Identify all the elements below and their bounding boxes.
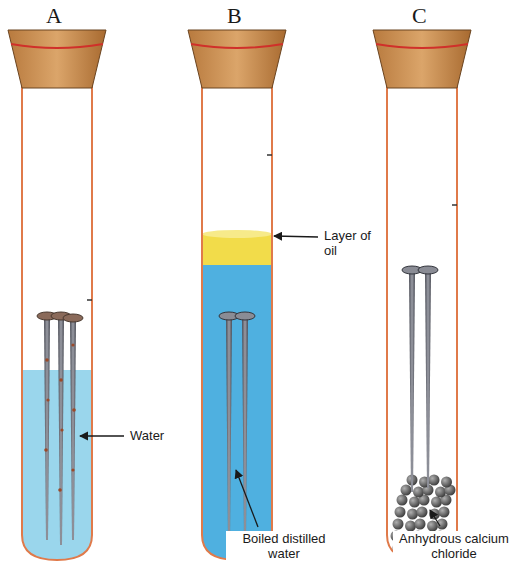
part-label: Boiled distilled water (226, 531, 342, 561)
tube-c (373, 30, 471, 560)
granule (409, 497, 420, 508)
granule (417, 507, 428, 518)
tube-b (188, 30, 286, 560)
granule (441, 477, 452, 488)
tube-a (8, 30, 106, 560)
dry-nails (402, 266, 438, 492)
granule (397, 495, 408, 506)
granule (395, 507, 406, 518)
granule (429, 475, 440, 486)
tube-letter: C (410, 4, 429, 28)
granule (393, 519, 404, 530)
granule (401, 485, 412, 496)
rusty-nails (37, 312, 83, 545)
tube-letter: B (225, 4, 244, 28)
part-label: Layer of oil (322, 228, 378, 258)
granule (439, 507, 450, 518)
tube-letter: A (44, 4, 64, 28)
granule (435, 487, 446, 498)
granule (427, 521, 438, 532)
clean-nails (219, 312, 255, 545)
part-label: Water (128, 428, 166, 443)
leader-lines (80, 236, 440, 527)
part-label: Anhydrous calcium chloride (393, 531, 515, 561)
granule (407, 509, 418, 520)
granule (431, 497, 442, 508)
granule (413, 487, 424, 498)
granule (415, 519, 426, 530)
granule (405, 521, 416, 532)
